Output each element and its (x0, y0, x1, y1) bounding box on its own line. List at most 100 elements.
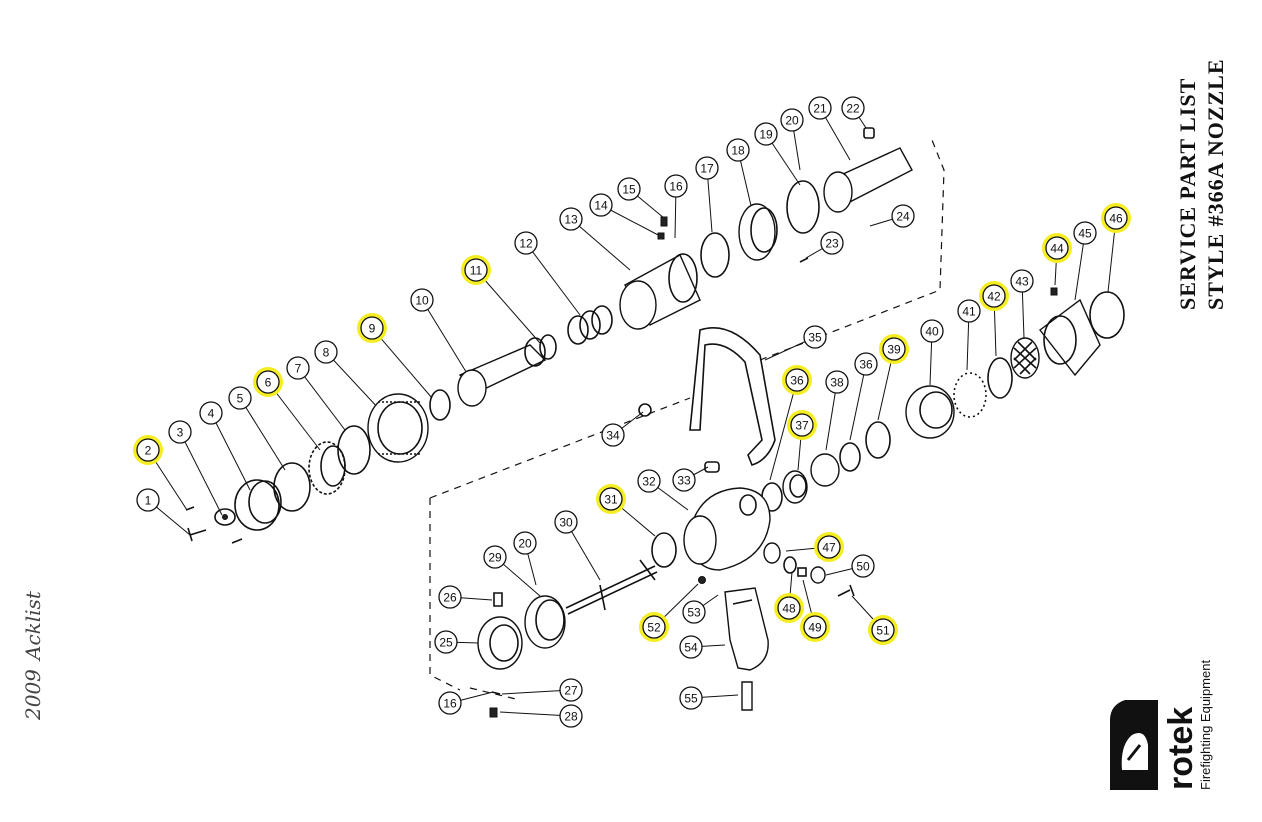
callout-label: 46 (1109, 212, 1123, 226)
callout-circle (438, 585, 462, 609)
callout-circle (136, 488, 160, 512)
leader-line-5 (239, 397, 286, 471)
handwriting-note: 2009 Acklist (21, 590, 45, 721)
pistol-grip-part-54 (724, 587, 769, 671)
callout-20: 20 (513, 531, 537, 555)
callout-27: 27 (559, 678, 583, 702)
callout-55: 55 (679, 686, 703, 710)
callout-12: 12 (514, 231, 538, 255)
callout-15: 15 (617, 177, 641, 201)
ball-seat-part-40 (905, 385, 955, 439)
callout-circle (314, 340, 338, 364)
callout-37: 37 (787, 410, 817, 440)
callout-label: 36 (790, 374, 804, 388)
callout-circle (820, 231, 844, 255)
assembly-path-lines (429, 134, 945, 701)
callout-circle (559, 678, 583, 702)
leader-line-28 (499, 711, 572, 717)
callout-circle (754, 122, 778, 146)
callout-label: 14 (594, 199, 608, 213)
callout-6: 6 (253, 367, 283, 397)
callout-label: 9 (369, 322, 376, 336)
oring-part-39 (865, 421, 891, 459)
gasket-part-46 (1089, 291, 1125, 339)
callout-circle (891, 204, 915, 228)
callout-label: 35 (808, 331, 822, 345)
callout-circle (817, 535, 841, 559)
leader-line-3 (179, 431, 223, 516)
callout-35: 35 (803, 325, 827, 349)
setscrew-part-28 (489, 707, 498, 718)
callout-19: 19 (754, 122, 778, 146)
callout-circle (642, 615, 666, 639)
callout-label: 2 (145, 444, 152, 458)
callout-label: 23 (825, 237, 839, 251)
callout-circle (168, 420, 192, 444)
screw-part-1 (187, 527, 207, 542)
leader-line-36 (769, 379, 798, 481)
bumper-part-8 (367, 393, 429, 463)
callout-label: 50 (856, 560, 870, 574)
callout-circle (854, 352, 878, 376)
callout-label: 54 (684, 641, 698, 655)
seat-part-37 (782, 470, 808, 504)
leader-line-7 (297, 367, 346, 431)
callout-circle (554, 510, 578, 534)
callout-label: 42 (987, 290, 1001, 304)
screw-part-26 (493, 592, 503, 607)
callout-circle (825, 370, 849, 394)
tip-part-21 (823, 147, 913, 213)
callout-label: 20 (518, 537, 532, 551)
callout-label: 27 (564, 684, 578, 698)
ring-part-19 (786, 180, 820, 234)
callout-18: 18 (726, 138, 750, 162)
callout-31: 31 (596, 484, 626, 514)
screw-part-15 (660, 216, 668, 227)
callout-label: 41 (962, 305, 976, 319)
callout-circle (1045, 236, 1069, 260)
callout-circle (601, 423, 625, 447)
cap-part-50 (810, 566, 826, 584)
callout-25: 25 (434, 630, 458, 654)
callout-46: 46 (1101, 203, 1131, 233)
screw-part-51 (837, 584, 855, 597)
callout-28: 28 (559, 704, 583, 728)
callout-47: 47 (814, 532, 844, 562)
callout-label: 55 (684, 692, 698, 706)
callout-circle (679, 686, 703, 710)
callout-circle (256, 370, 280, 394)
callout-34: 34 (601, 423, 625, 447)
callout-label: 8 (323, 346, 330, 360)
callout-label: 4 (208, 407, 215, 421)
callout-circle (726, 138, 750, 162)
callout-circle (514, 231, 538, 255)
bearing-ring-part-41 (953, 372, 987, 418)
callout-circle (695, 156, 719, 180)
pin-part-2 (185, 506, 195, 511)
ring-part-29 (524, 595, 566, 649)
callout-45: 45 (1073, 221, 1097, 245)
title-line-1: SERVICE PART LIST (1175, 78, 1200, 310)
callout-49: 49 (800, 612, 830, 642)
leader-line-12 (525, 242, 581, 316)
callout-circle (882, 337, 906, 361)
callout-circle (464, 258, 488, 282)
spring-part-49 (797, 567, 807, 577)
cap-part-22 (863, 127, 875, 139)
callout-circle (777, 596, 801, 620)
callout-label: 16 (669, 180, 683, 194)
screw-part-4b (231, 538, 243, 544)
screw-part-14 (657, 232, 665, 240)
callout-circle (617, 177, 641, 201)
callout-circle (438, 691, 462, 715)
pin-part-47 (763, 542, 781, 564)
callout-label: 11 (470, 264, 483, 278)
callout-22: 22 (841, 96, 865, 120)
leader-line-4 (210, 412, 251, 491)
ring-part-4 (234, 479, 282, 531)
callout-label: 47 (822, 541, 836, 555)
callout-circle (136, 438, 160, 462)
callout-circle (286, 356, 310, 380)
callout-54: 54 (679, 635, 703, 659)
